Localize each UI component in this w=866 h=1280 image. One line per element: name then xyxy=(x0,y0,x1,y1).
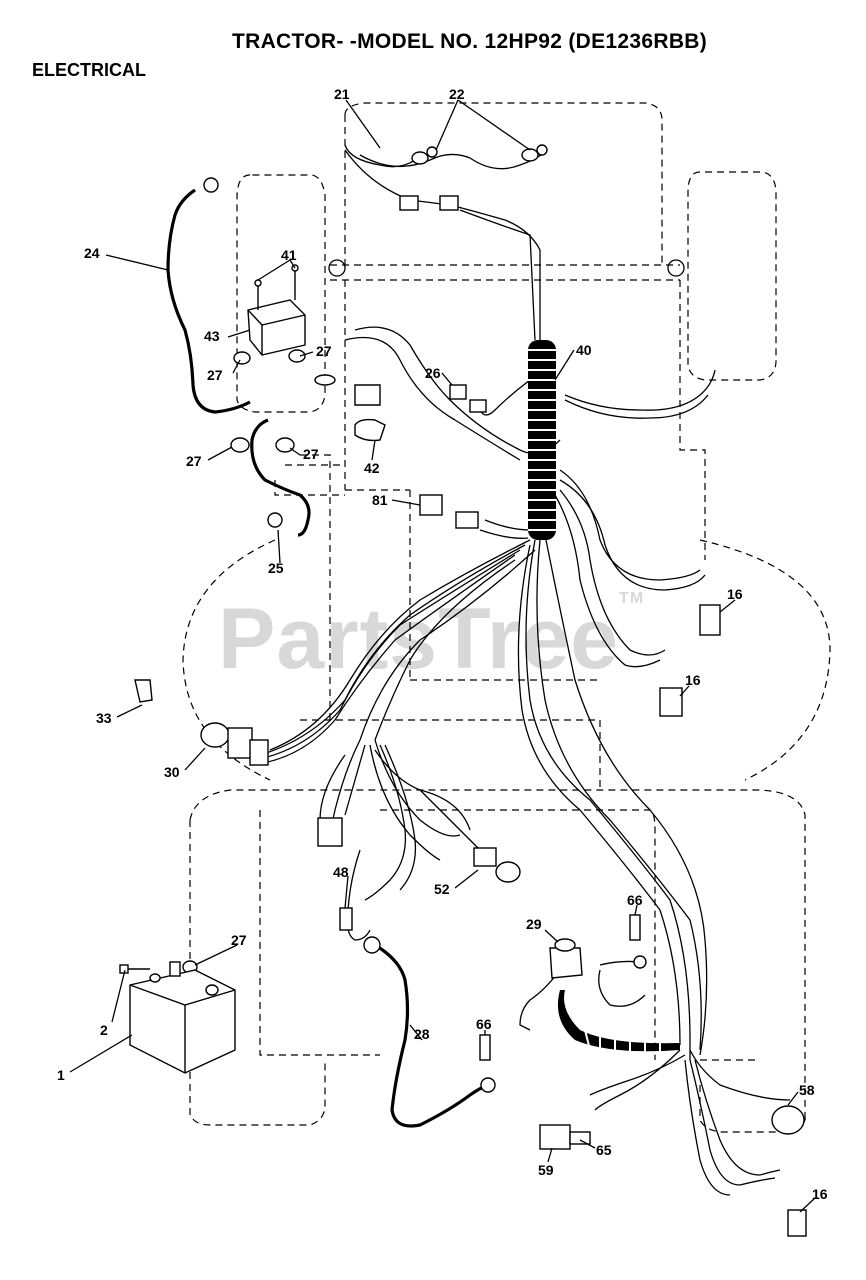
callout-48: 48 xyxy=(333,864,349,880)
callout-58: 58 xyxy=(799,1082,815,1098)
callout-22: 22 xyxy=(449,86,465,102)
axle-hubs xyxy=(328,259,685,277)
callout-66-b: 66 xyxy=(476,1016,492,1032)
callout-52: 52 xyxy=(434,881,450,897)
callout-27-d: 27 xyxy=(303,446,319,462)
harness-wires xyxy=(249,144,791,1196)
callout-33: 33 xyxy=(96,710,112,726)
callout-27-a: 27 xyxy=(207,367,223,383)
callout-21: 21 xyxy=(334,86,350,102)
callout-28: 28 xyxy=(414,1026,430,1042)
callout-27-b: 27 xyxy=(316,343,332,359)
heavy-cables xyxy=(166,188,489,1128)
callout-81: 81 xyxy=(372,492,388,508)
callout-2: 2 xyxy=(100,1022,108,1038)
watermark-trademark: TM xyxy=(619,590,645,607)
components xyxy=(119,144,807,1237)
callout-30: 30 xyxy=(164,764,180,780)
diagram-title: TRACTOR- -MODEL NO. 12HP92 (DE1236RBB) xyxy=(232,30,708,53)
callout-16-c: 16 xyxy=(812,1186,828,1202)
callout-42: 42 xyxy=(364,460,380,476)
watermark: PartsTreeTM xyxy=(218,590,644,689)
callout-29: 29 xyxy=(526,916,542,932)
callout-25: 25 xyxy=(268,560,284,576)
section-title: ELECTRICAL xyxy=(32,60,146,80)
watermark-text: PartsTree xyxy=(218,591,620,687)
tractor-outline xyxy=(182,102,831,1133)
callout-1: 1 xyxy=(57,1067,65,1083)
callout-66-a: 66 xyxy=(627,892,643,908)
callout-41: 41 xyxy=(281,247,297,263)
callout-43: 43 xyxy=(204,328,220,344)
callout-26: 26 xyxy=(425,365,441,381)
conduit-coils xyxy=(528,340,680,1055)
callout-27-e: 27 xyxy=(231,932,247,948)
callout-27-c: 27 xyxy=(186,453,202,469)
callout-24: 24 xyxy=(84,245,100,261)
callout-59: 59 xyxy=(538,1162,554,1178)
callout-16-b: 16 xyxy=(685,672,701,688)
leader-lines xyxy=(69,99,816,1213)
callout-40: 40 xyxy=(576,342,592,358)
callout-65: 65 xyxy=(596,1142,612,1158)
callout-16-a: 16 xyxy=(727,586,743,602)
